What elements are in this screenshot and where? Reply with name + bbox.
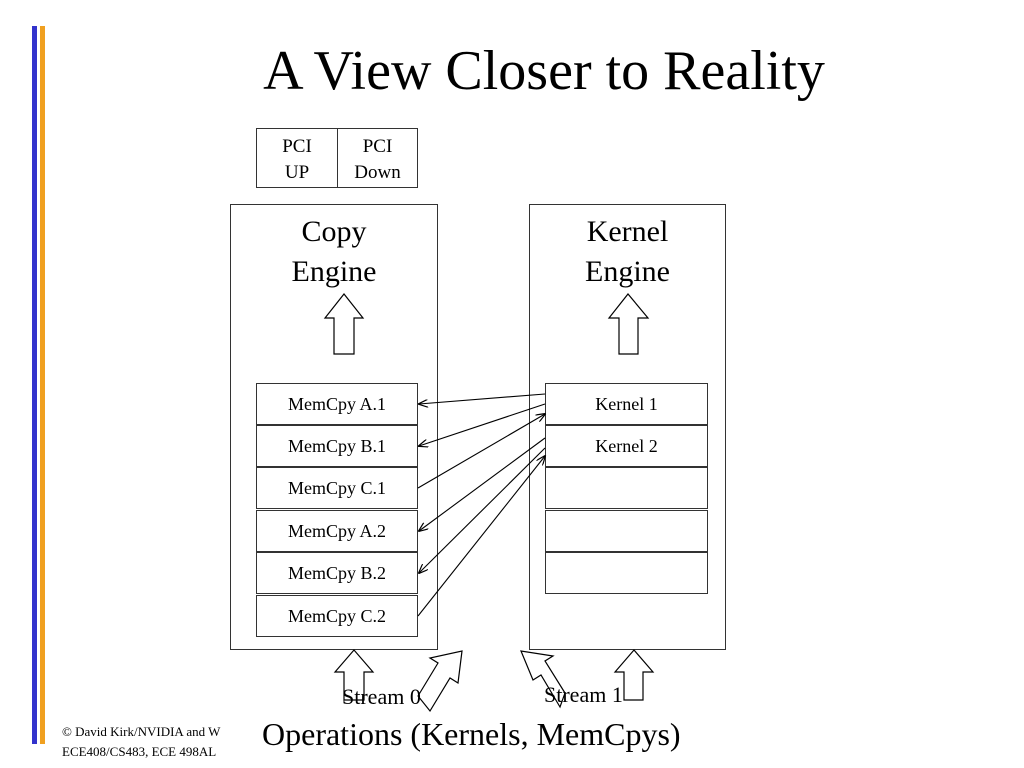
connector-arrow [419,447,546,573]
copy-engine-title-line2: Engine [291,255,377,288]
memcpy-queue-cell: MemCpy A.1 [256,383,418,425]
copy-engine-title-line1: Copy [301,215,367,248]
slide-title: A View Closer to Reality [263,40,825,102]
slide-footer: © David Kirk/NVIDIA and W ECE408/CS483, … [62,722,262,762]
kernel-queue-cell [545,467,708,509]
memcpy-queue-cell: MemCpy C.2 [256,595,418,637]
memcpy-queue-cell: MemCpy C.1 [256,467,418,509]
kernel-queue-cell [545,510,708,552]
pci-down-label-line1: PCI [362,136,393,157]
copy-engine-title: Copy Engine [230,212,438,292]
accent-bar-blue [32,26,37,744]
pci-up-box: PCI UP [256,128,338,188]
kernel-queue-cell: Kernel 1 [545,383,708,425]
pci-up-label-line1: PCI [282,136,312,157]
pci-up-label-line2: UP [284,162,310,183]
kernel-engine-up-arrow [607,293,650,355]
stream-arrow [613,649,655,701]
footer-copyright: © David Kirk/NVIDIA and W [62,724,221,739]
kernel-engine-title-line2: Engine [585,255,670,288]
pci-down-label-line2: Down [354,162,401,183]
memcpy-queue-cell: MemCpy B.1 [256,425,418,467]
kernel-queue-cell [545,552,708,594]
pci-down-box: PCI Down [337,128,418,188]
stream-arrow [520,650,566,709]
accent-bar-gold [40,26,45,744]
connector-arrow [417,456,545,617]
memcpy-queue-cell: MemCpy A.2 [256,510,418,552]
copy-engine-up-arrow [323,293,365,355]
connector-arrow [419,437,546,531]
stream-arrow [333,649,375,701]
footer-course: ECE408/CS483, ECE 498AL [62,744,217,759]
kernel-engine-title-line1: Kernel [586,215,669,248]
stream-arrow [417,650,463,713]
connector-arrow [419,393,546,404]
connector-arrow [419,403,546,446]
kernel-engine-title: Kernel Engine [529,212,726,292]
operations-caption: Operations (Kernels, MemCpys) [262,714,681,754]
stream-1-label: Stream 1 [544,682,623,707]
kernel-queue-cell: Kernel 2 [545,425,708,467]
memcpy-queue-cell: MemCpy B.2 [256,552,418,594]
stream-0-label: Stream 0 [342,684,421,709]
connector-arrow [417,414,545,489]
